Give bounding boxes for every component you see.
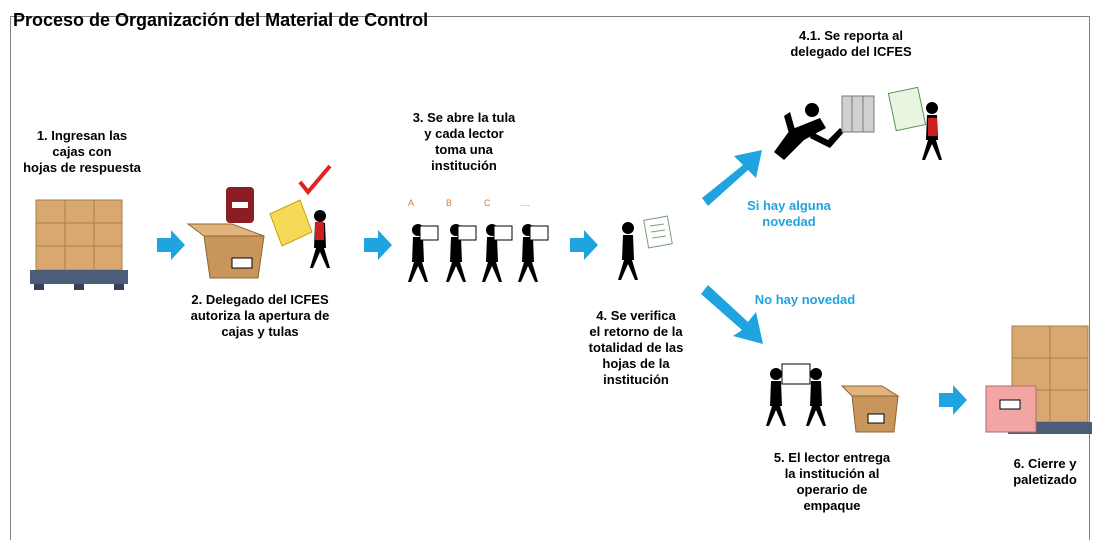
step-1-label: 1. Ingresan las cajas con hojas de respu… xyxy=(23,128,141,175)
handover-icon xyxy=(766,363,900,433)
reader-label-c: C xyxy=(484,198,491,208)
verifier-icon xyxy=(618,215,673,280)
delegate-authorizes-icon xyxy=(186,164,332,279)
step-6-label: 6. Cierre y paletizado xyxy=(1013,456,1077,487)
flow-arrow-3 xyxy=(570,230,598,260)
step-4-1-label: 4.1. Se reporta al delegado del ICFES xyxy=(790,28,912,59)
flow-arrow-2 xyxy=(364,230,392,260)
palletized-boxes-icon xyxy=(985,325,1092,434)
step-2-label: 2. Delegado del ICFES autoriza la apertu… xyxy=(190,292,330,339)
branch-yes-label: Si hay alguna novedad xyxy=(747,198,831,229)
flow-arrow-5 xyxy=(939,385,967,415)
branch-arrow-yes xyxy=(702,150,762,206)
reader-label-b: B xyxy=(446,198,452,208)
branch-no-label: No hay novedad xyxy=(754,292,856,307)
step-4-label: 4. Se verifica el retorno de la totalida… xyxy=(588,308,684,387)
diagram-frame: Proceso de Organización del Material de … xyxy=(10,11,1090,540)
pallet-boxes-icon xyxy=(30,199,128,290)
branch-arrow-no xyxy=(701,285,763,344)
reader-label-a: A xyxy=(408,198,414,208)
readers-icon: A B C .... xyxy=(408,198,549,282)
report-delegate-icon xyxy=(774,86,942,160)
step-3-label: 3. Se abre la tula y cada lector toma un… xyxy=(412,110,516,173)
diagram-title: Proceso de Organización del Material de … xyxy=(13,10,429,30)
flow-arrow-1 xyxy=(157,230,185,260)
step-5-label: 5. El lector entrega la institución al o… xyxy=(773,450,891,513)
reader-label-d: .... xyxy=(520,198,530,208)
